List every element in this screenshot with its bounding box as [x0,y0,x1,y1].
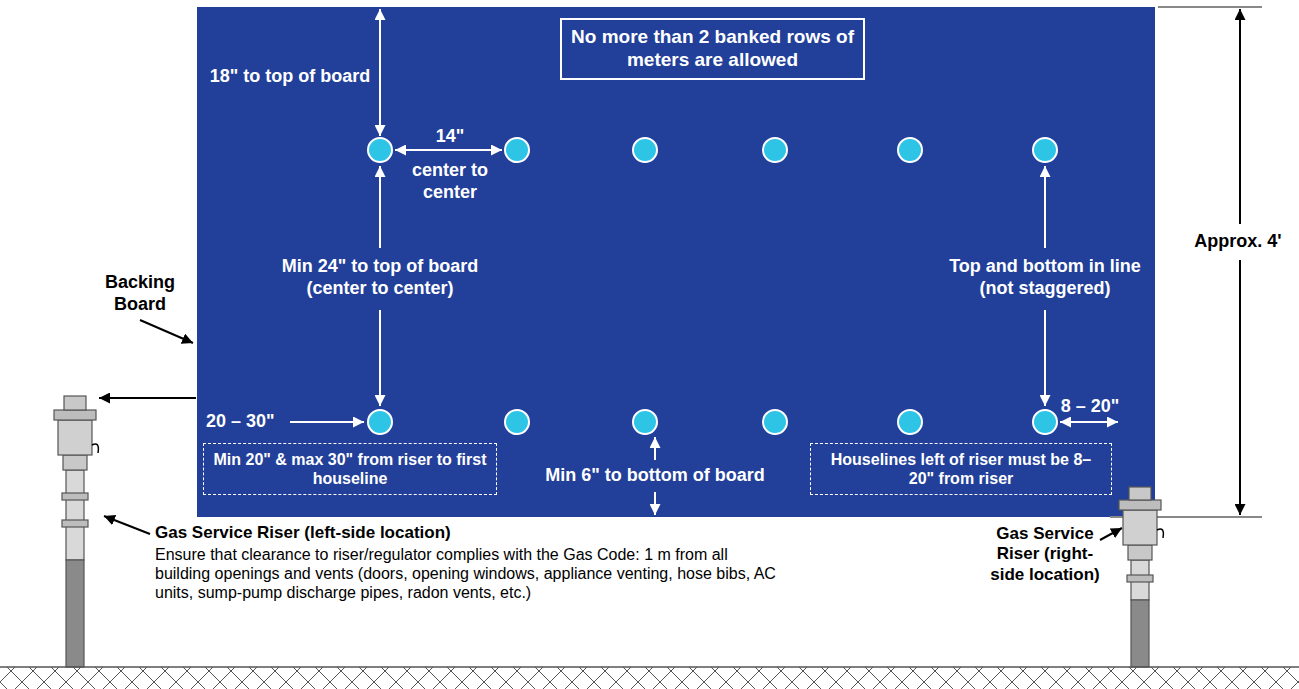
dimension-label: Approx. 4' [1188,231,1288,253]
regulator-cap [64,396,86,410]
regulator-body [58,420,92,455]
riser-pipe-lower [66,560,84,667]
regulator-vent [92,444,98,453]
dimension-label: Min 6" to bottom of board [525,465,785,487]
extension-line [1158,6,1262,8]
ground-line [0,666,1299,668]
note-text: No more than 2 banked rows of meters are… [570,26,855,72]
riser-valve [63,455,87,470]
houseline-dots [368,138,1057,434]
dimension-arrow [99,397,196,399]
dimension-label: 20 – 30" [206,411,290,433]
houseline-dot [368,138,392,162]
dimension-arrow [1044,166,1046,248]
part-name: Backing Board [95,272,185,315]
dimension-arrow [1060,421,1118,423]
regulator-cap [1129,487,1151,500]
houseline-dot [1033,410,1057,434]
gas-riser-right [1119,487,1163,667]
regulator-vent [1157,529,1163,538]
leader-arrows [99,7,1262,540]
dimension-arrow [379,9,381,136]
leader-arrow [1100,528,1122,540]
houseline-dot [898,138,922,162]
houseline-dot [1033,138,1057,162]
riser-valve [1128,545,1152,560]
dimension-arrow [1044,310,1046,406]
dimension-label: center to center [395,160,505,203]
houseline-dot [505,138,529,162]
part-name: Gas Service Riser (right-side location) [989,524,1101,585]
houseline-dot [368,410,392,434]
riser-band [62,520,88,527]
part-name: Gas Service Riser (left-side location) [155,523,715,543]
houseline-dot [763,410,787,434]
dimension-arrow [1239,260,1241,515]
leader-arrow [104,516,150,534]
note-box: Houselines left of riser must be 8–20" f… [810,443,1112,495]
riser-band [62,493,88,500]
riser-pipe-lower [1131,600,1149,667]
dimension-label: Top and bottom in line (not staggered) [930,256,1160,299]
regulator-flange [1119,500,1161,510]
dimension-label: 18" to top of board [204,66,376,88]
dimension-label: 8 – 20" [1055,396,1125,418]
dimension-arrow [1239,9,1241,224]
houseline-dot [898,410,922,434]
dimension-arrow [379,166,381,248]
houseline-dot [505,410,529,434]
note-text: Min 20" & max 30" from riser to first ho… [212,450,488,488]
houseline-dot [763,138,787,162]
note-text: Ensure that clearance to riser/regulator… [155,545,780,603]
note-text: Houselines left of riser must be 8–20" f… [819,450,1103,488]
riser-band [1127,575,1153,582]
riser-pipe [66,470,84,560]
note-box: Min 20" & max 30" from riser to first ho… [203,443,497,495]
dimension-arrow [654,492,656,515]
regulator-body [1123,510,1157,545]
dimension-arrow [395,149,502,151]
leader-arrow [140,320,193,343]
houseline-dot [633,138,657,162]
dimension-label: 14" [420,126,480,148]
dimension-arrow [290,421,364,423]
dimension-arrow [654,437,656,460]
gas-riser-left [54,396,98,667]
ground-hatch [0,667,1299,689]
dimension-label: Min 24" to top of board (center to cente… [255,256,505,299]
regulator-flange [54,410,96,420]
dimension-arrow [379,310,381,406]
houseline-dot [633,410,657,434]
note-box: No more than 2 banked rows of meters are… [560,18,865,80]
